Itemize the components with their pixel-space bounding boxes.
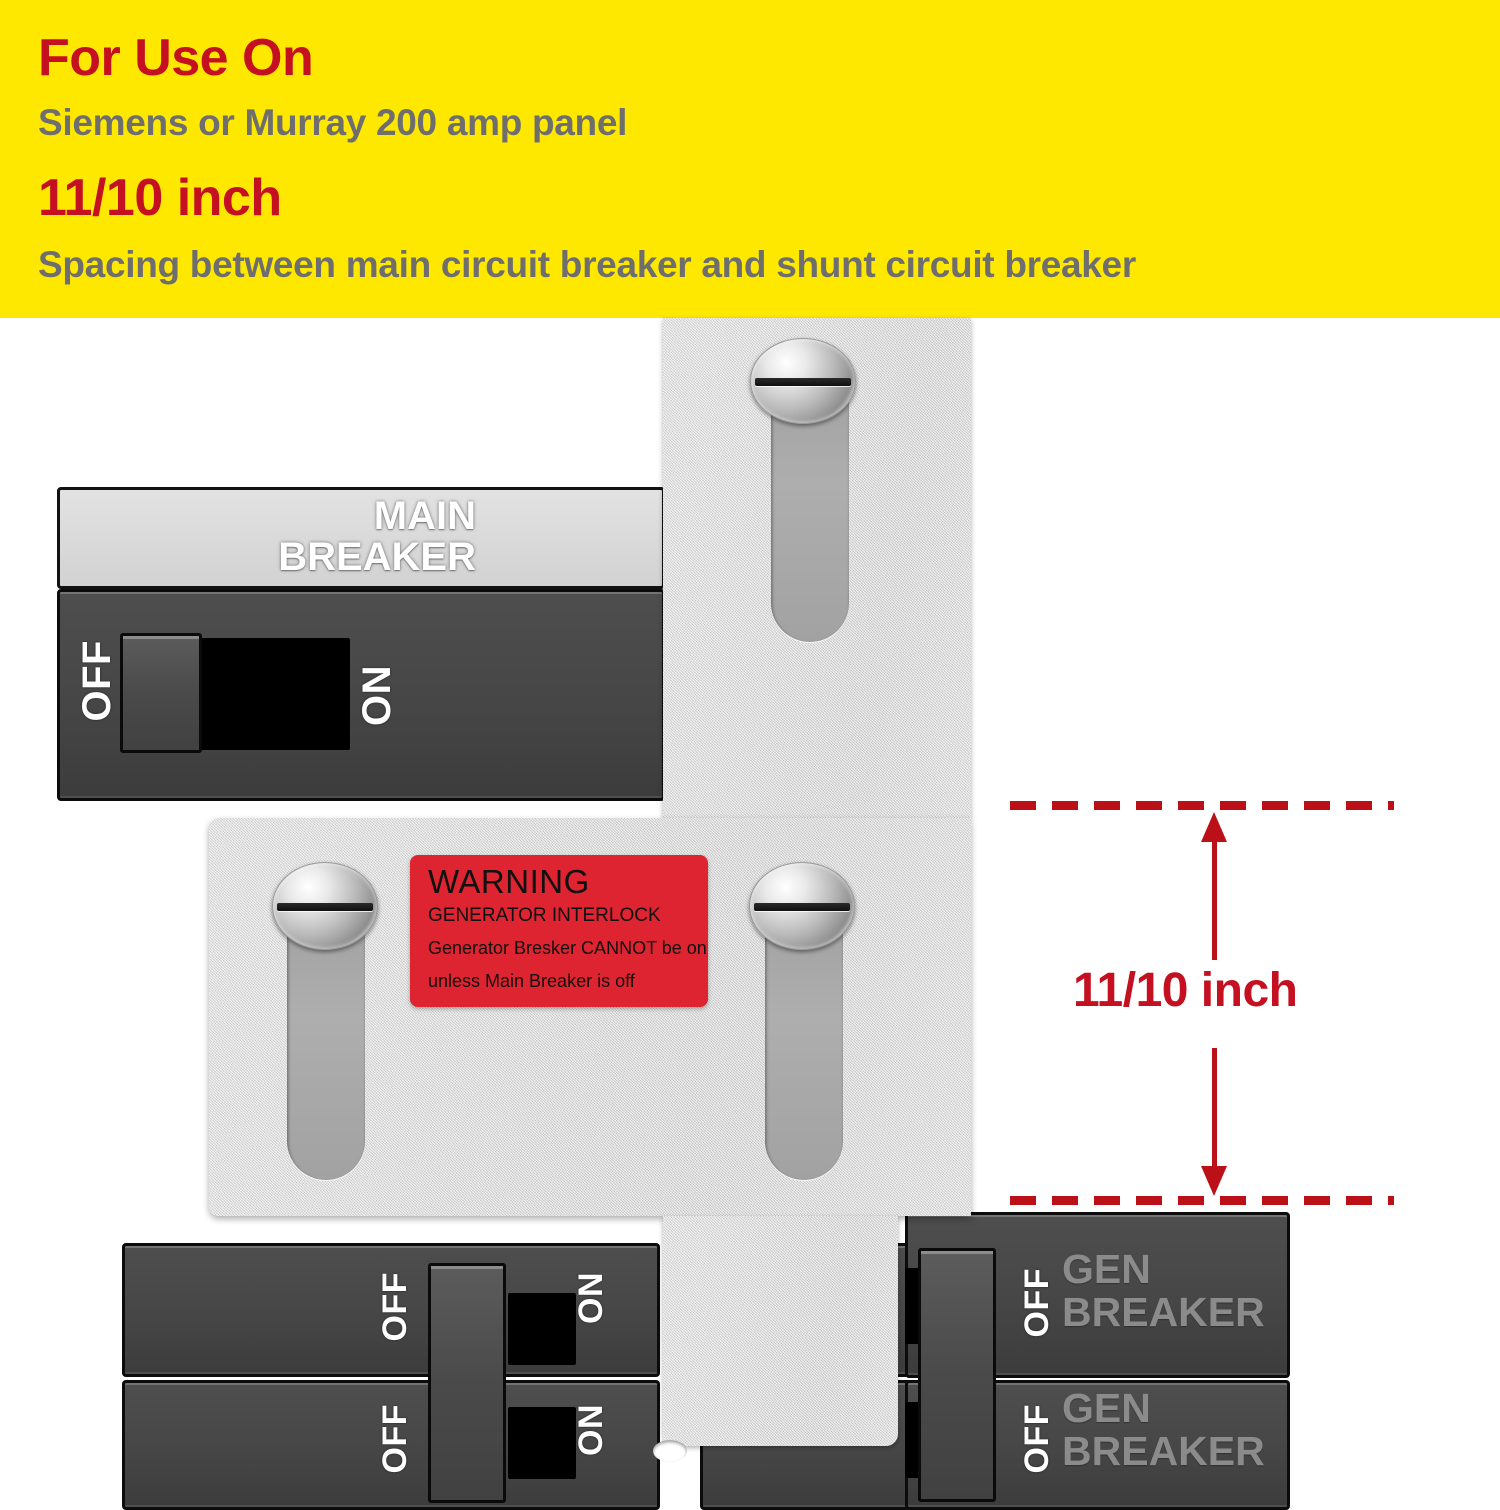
gen-breaker-name-1-line2: BREAKER [1062, 1289, 1265, 1336]
dimension-line-lower [1212, 1048, 1217, 1176]
screw-icon-left[interactable] [272, 862, 378, 950]
interlock-plate-tail [663, 1216, 898, 1446]
warning-body-1: Generator Bresker CANNOT be on [428, 938, 707, 958]
gen-breaker-name-2-line2: BREAKER [1062, 1428, 1265, 1475]
lower-left-on-label-2: ON [572, 1404, 610, 1456]
arrow-down-icon [1201, 1166, 1227, 1196]
plate-tail-hole [653, 1440, 687, 1462]
main-breaker-on-label: ON [355, 665, 399, 726]
dimension-guide-bottom [1010, 1196, 1394, 1205]
lower-left-off-label-1: OFF [376, 1272, 414, 1342]
gen-breaker-off-label-1: OFF [1018, 1268, 1056, 1338]
banner-dimension: 11/10 inch [38, 169, 282, 227]
main-breaker-toggle-handle[interactable] [120, 633, 202, 753]
lower-left-on-label-1: ON [572, 1272, 610, 1324]
gen-breaker-toggle-handle[interactable] [918, 1248, 996, 1502]
warning-heading: WARNING [428, 863, 590, 900]
warning-subheading: GENERATOR INTERLOCK [428, 905, 661, 926]
main-breaker-name-line1: MAIN [373, 494, 476, 538]
dimension-line-upper [1212, 838, 1217, 960]
banner-title: For Use On [38, 29, 314, 87]
dimension-guide-top [1010, 801, 1394, 810]
dimension-label: 11/10 inch [1073, 964, 1298, 1017]
gen-breaker-off-label-2: OFF [1018, 1404, 1056, 1474]
gen-breaker-name-2-line1: GEN [1062, 1385, 1151, 1431]
lower-left-breaker-window-2 [508, 1407, 576, 1479]
warning-label: WARNING GENERATOR INTERLOCK Generator Br… [410, 855, 708, 1007]
screw-icon-right[interactable] [749, 862, 855, 950]
screw-icon-top[interactable] [750, 338, 856, 424]
lower-left-breaker-window-1 [508, 1293, 576, 1365]
main-breaker-window [200, 638, 350, 750]
main-breaker-name-line2: BREAKER [278, 534, 476, 579]
banner-subtitle: Siemens or Murray 200 amp panel [38, 102, 628, 143]
arrow-up-icon [1201, 812, 1227, 842]
warning-body-2: unless Main Breaker is off [428, 971, 635, 991]
header-banner: For Use On Siemens or Murray 200 amp pan… [0, 0, 1500, 318]
main-breaker-off-label: OFF [75, 640, 119, 722]
banner-note: Spacing between main circuit breaker and… [38, 244, 1136, 285]
gen-breaker-name-1-line1: GEN [1062, 1246, 1151, 1292]
lower-left-breaker-toggle-handle[interactable] [428, 1263, 506, 1503]
lower-left-off-label-2: OFF [376, 1404, 414, 1474]
